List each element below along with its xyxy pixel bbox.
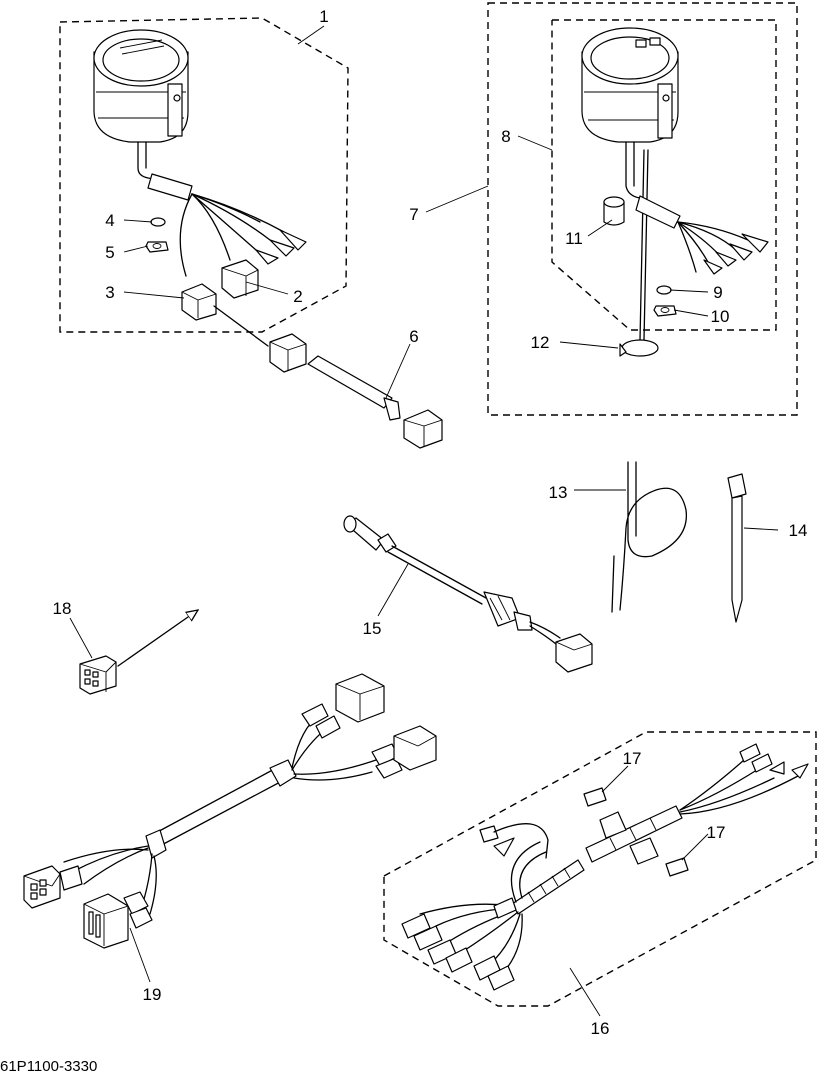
- callout-7: 7: [409, 205, 418, 224]
- main-harness-19-icon: [23, 673, 437, 949]
- callout-2: 2: [293, 287, 302, 306]
- callout-18: 18: [53, 599, 72, 618]
- clamp-12-icon: [619, 339, 659, 357]
- nut-10-icon: [653, 305, 677, 317]
- callout-4: 4: [105, 211, 114, 230]
- gauge-1-icon: [93, 29, 307, 277]
- callout-12: 12: [531, 333, 550, 352]
- callout-16: 16: [591, 1019, 610, 1038]
- callout-17a: 17: [623, 749, 642, 768]
- callout-1: 1: [319, 7, 328, 26]
- sleeve-11-icon: [603, 196, 625, 226]
- group-8-boundary: [551, 19, 777, 331]
- harness-16-icon: [401, 743, 809, 991]
- connector-18-icon: [79, 610, 198, 695]
- washer-4-icon: [150, 217, 166, 227]
- group-16-boundary: [383, 731, 817, 1007]
- washer-9-icon: [656, 285, 672, 295]
- part-number-code: 61P1100-3330: [0, 1058, 97, 1075]
- nut-5-icon: [145, 241, 169, 253]
- callout-8: 8: [501, 127, 510, 146]
- group-7-boundary: [487, 2, 798, 416]
- connector-3-icon: [181, 283, 217, 321]
- connector-2-icon: [221, 259, 259, 299]
- callout-3: 3: [105, 283, 114, 302]
- callout-labels: 1 2 3 4 5 6 7 8 9 10 11 12 13 14 15 16 1…: [53, 7, 808, 1038]
- gauge-8-icon: [581, 27, 769, 341]
- callout-15: 15: [363, 619, 382, 638]
- callout-6: 6: [409, 327, 418, 346]
- callout-11: 11: [565, 229, 583, 248]
- tube-13-icon: [611, 461, 688, 613]
- callout-9: 9: [713, 283, 722, 302]
- callout-5: 5: [105, 243, 114, 262]
- callout-14: 14: [789, 521, 808, 540]
- sensor-cable-15-icon: [343, 515, 593, 673]
- callout-13: 13: [549, 483, 568, 502]
- callout-10: 10: [711, 307, 730, 326]
- callout-17b: 17: [707, 823, 726, 842]
- group-1-boundary: [59, 17, 349, 333]
- harness-6-icon: [213, 305, 443, 449]
- cable-tie-14-icon: [727, 473, 747, 623]
- fuse-17-icon: [583, 787, 689, 877]
- leader-lines: [69, 25, 779, 1017]
- callout-19: 19: [143, 985, 162, 1004]
